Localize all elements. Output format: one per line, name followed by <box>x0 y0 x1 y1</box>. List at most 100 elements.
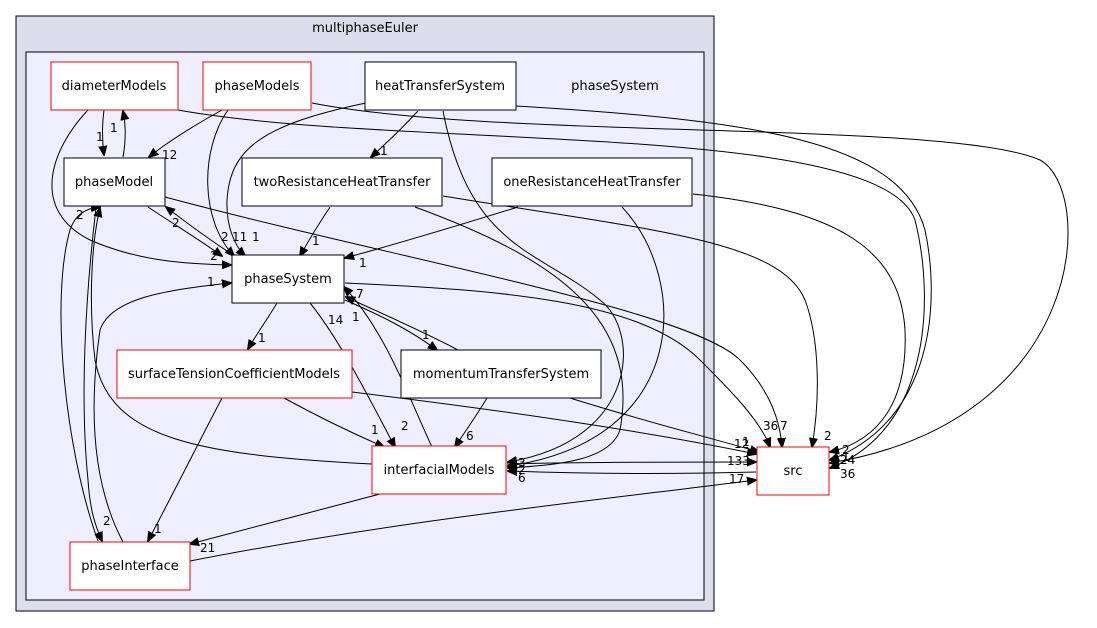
edges: 1 1 12 1 2 2 11 1 2 1 1 1 1 <box>51 102 1069 562</box>
edge-label: 1 <box>842 450 850 464</box>
edge-label: 1 <box>312 234 320 248</box>
edge-label: 1 <box>359 256 367 270</box>
node-label: phaseInterface <box>81 559 178 574</box>
node-label: src <box>784 464 803 479</box>
node-src[interactable]: src <box>756 446 830 496</box>
node-oneResistanceHeatTransfer[interactable]: oneResistanceHeatTransfer <box>491 157 693 207</box>
node-label: phaseModel <box>75 175 153 190</box>
edge-phaseInterface-src <box>189 480 756 562</box>
node-heatTransferSystem[interactable]: heatTransferSystem <box>364 61 517 111</box>
node-label: surfaceTensionCoefficientModels <box>128 367 340 382</box>
edge-label: 36 <box>840 467 855 481</box>
edge-label: 14 <box>328 313 343 327</box>
edge-twoResistanceHeatTransfer-src <box>442 195 817 447</box>
node-label: oneResistanceHeatTransfer <box>503 175 681 190</box>
edge-label: 1 <box>252 230 260 244</box>
edge-oneResistanceHeatTransfer-src <box>692 193 906 452</box>
edge-label: 17 <box>729 472 744 486</box>
edge-label: 1 <box>110 121 118 135</box>
edge-diameterModels-phaseModel <box>103 109 105 155</box>
edge-oneResistanceHeatTransfer-phaseSystem <box>345 206 519 258</box>
edge-heatTransferSystem-interfacialModels <box>442 110 624 462</box>
edge-phaseInterface-phaseModel <box>60 207 100 542</box>
edge-interfacialModels-phaseModel <box>90 208 373 465</box>
node-label: momentumTransferSystem <box>413 367 589 382</box>
edge-label: 133 <box>727 454 750 468</box>
edge-label: 1 <box>742 435 750 449</box>
node-label: diameterModels <box>62 79 167 94</box>
edge-label: 6 <box>518 471 526 485</box>
edge-label: 2 <box>842 443 850 457</box>
edge-surfaceTensionCoefficientModels-src <box>351 391 756 454</box>
edge-label: 2 <box>172 216 180 230</box>
edge-momentumTransferSystem-phaseSystem <box>346 297 459 351</box>
edge-phaseModels-phaseSystem <box>207 109 234 256</box>
edge-surfaceTensionCoefficientModels-interfacialModels <box>283 397 384 447</box>
node-label: phaseModels <box>214 79 299 94</box>
node-phaseModels[interactable]: phaseModels <box>202 61 312 111</box>
node-phaseModel[interactable]: phaseModel <box>63 157 166 207</box>
edge-phaseModel-src <box>164 196 782 447</box>
node-twoResistanceHeatTransfer[interactable]: twoResistanceHeatTransfer <box>241 157 443 207</box>
edge-twoResistanceHeatTransfer-phaseSystem <box>300 206 331 256</box>
edge-label: 2 <box>221 230 229 244</box>
edge-phaseSystem-interfacialModels <box>309 302 395 447</box>
node-momentumTransferSystem[interactable]: momentumTransferSystem <box>400 349 602 399</box>
edge-surfaceTensionCoefficientModels-phaseInterface <box>148 397 223 541</box>
edge-label: 1 <box>352 310 360 324</box>
edge-label: 2 <box>518 463 526 477</box>
edge-phaseModel-phaseInterface <box>83 207 102 541</box>
edge-phaseInterface-phaseSystem <box>93 283 231 543</box>
edge-label: 1 <box>380 144 388 158</box>
edge-label: 2 <box>824 429 832 443</box>
edge-momentumTransferSystem-src <box>569 397 759 452</box>
edge-oneResistanceHeatTransfer-interfacialModels <box>508 206 665 466</box>
edge-heatTransferSystem-src <box>515 105 932 460</box>
edge-label: 7 <box>780 419 788 433</box>
edge-diameterModels-src <box>177 109 925 468</box>
node-label: interfacialModels <box>384 463 495 478</box>
edge-label: 6 <box>466 429 474 443</box>
node-label: heatTransferSystem <box>375 79 505 94</box>
edge-twoResistanceHeatTransfer-interfacialModels <box>414 206 624 468</box>
node-surfaceTensionCoefficientModels[interactable]: surfaceTensionCoefficientModels <box>116 349 353 399</box>
edge-label: 3 <box>518 456 526 470</box>
edge-label: 7 <box>356 287 364 301</box>
edge-label: 1 <box>207 275 215 289</box>
edge-label: 1 <box>371 423 379 437</box>
edge-phaseModels-src <box>311 102 1069 463</box>
edge-label: 21 <box>200 541 215 555</box>
edge-label: 2 <box>401 419 409 433</box>
edge-label: 1 <box>96 130 104 144</box>
cluster-phaseSystem: phaseSystem <box>25 51 705 601</box>
edge-interfacialModels-src <box>506 462 756 464</box>
edge-phaseModel-diameterModels <box>123 111 125 158</box>
node-label: phaseSystem <box>244 272 332 287</box>
edge-label: 12 <box>734 437 749 451</box>
edge-label: 11 <box>232 230 247 244</box>
cluster-label-phaseSystem: phaseSystem <box>571 79 659 94</box>
edge-label: 1 <box>154 522 162 536</box>
edge-label: 36 <box>763 419 778 433</box>
edge-label: 2 <box>210 249 218 263</box>
node-phaseSystem[interactable]: phaseSystem <box>231 254 345 304</box>
edge-phaseSystem-src <box>344 282 770 447</box>
edge-heatTransferSystem-twoResistanceHeatTransfer <box>371 110 419 157</box>
edge-label: 2 <box>103 514 111 528</box>
edge-interfacialModels-phaseSystem <box>344 287 433 448</box>
edge-label: 12 <box>162 148 177 162</box>
edge-momentumTransferSystem-interfacialModels <box>455 397 488 447</box>
edge-phaseModel-phaseSystem <box>147 206 222 256</box>
node-label: twoResistanceHeatTransfer <box>254 175 432 190</box>
node-diameterModels[interactable]: diameterModels <box>50 61 179 111</box>
node-interfacialModels[interactable]: interfacialModels <box>371 445 507 495</box>
node-phaseInterface[interactable]: phaseInterface <box>69 541 191 591</box>
edge-interfacialModels-phaseInterface <box>190 493 381 544</box>
nodes: diameterModels phaseModels heatTransferS… <box>50 61 830 591</box>
edge-src-interfacialModels <box>508 471 757 473</box>
edge-label: 1 <box>258 331 266 345</box>
edge-label: 2 <box>76 208 84 222</box>
cluster-label-multiphaseEuler: multiphaseEuler <box>312 21 419 36</box>
edge-heatTransferSystem-phaseSystem <box>226 102 367 256</box>
edge-diameterModels-phaseSystem <box>51 109 231 265</box>
